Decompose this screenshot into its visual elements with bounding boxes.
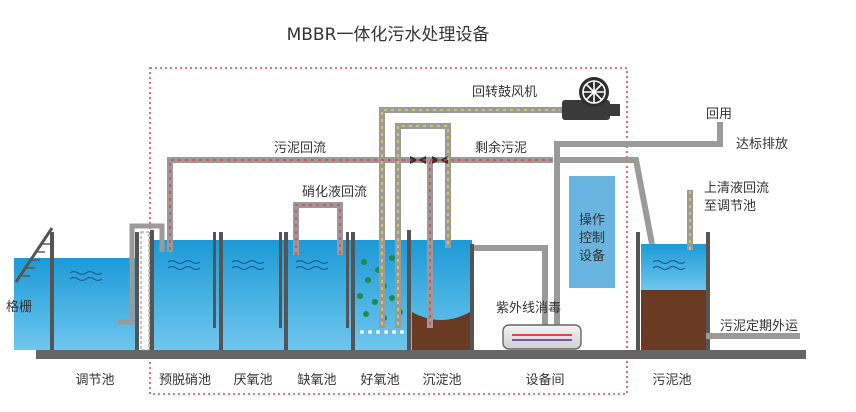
baffle-pipe [140, 231, 150, 351]
flow-red [169, 159, 553, 325]
control-label-1: 操作 [579, 212, 605, 228]
label-uv: 紫外线消毒 [496, 301, 561, 316]
equipment-boundary [149, 67, 628, 395]
flow-yellow [381, 109, 691, 325]
label-sludge-out: 污泥定期外运 [720, 319, 798, 334]
label-discharge: 达标排放 [736, 137, 788, 152]
label-excess-sludge: 剩余污泥 [475, 140, 527, 156]
label-sludge-return: 污泥回流 [274, 141, 326, 156]
label-grille: 格栅 [6, 299, 32, 315]
tank-label-aerobic: 好氧池 [360, 373, 399, 388]
sludge-layer [641, 290, 707, 350]
uv-unit [502, 324, 582, 350]
diagram-title: MBBR一体化污水处理设备 [287, 25, 490, 45]
tank-walls [50, 230, 710, 350]
blower-icon [562, 77, 620, 120]
label-reuse: 回用 [706, 107, 732, 122]
aerator-diffusers [360, 330, 404, 334]
control-label-2: 控制 [579, 231, 605, 246]
water-regulating [14, 258, 136, 350]
control-label-3: 设备 [579, 248, 605, 264]
grille-bar [14, 227, 54, 283]
label-blower: 回转鼓风机 [472, 85, 537, 100]
tank-label-anoxic: 缺氧池 [297, 373, 336, 388]
label-supernatant-1: 上清液回流 [704, 181, 769, 196]
control-panel [569, 176, 615, 288]
settling-sludge [412, 312, 470, 350]
ground-base [36, 350, 806, 359]
tank-label-anaerobic: 厌氧池 [233, 373, 272, 388]
label-nitrate-return: 硝化液回流 [302, 185, 367, 200]
tank-label-regulating: 调节池 [75, 373, 114, 388]
tank-label-pre-denitrification: 预脱硝池 [159, 373, 211, 388]
tank-label-sludge: 污泥池 [652, 373, 691, 388]
grille-teeth [22, 243, 50, 277]
water-waves [69, 259, 686, 282]
tank-label-equipment-room: 设备间 [525, 372, 564, 388]
lift-pipe [118, 223, 165, 325]
label-supernatant-2: 至调节池 [704, 199, 756, 214]
tank-label-settling: 沉淀池 [422, 373, 461, 388]
